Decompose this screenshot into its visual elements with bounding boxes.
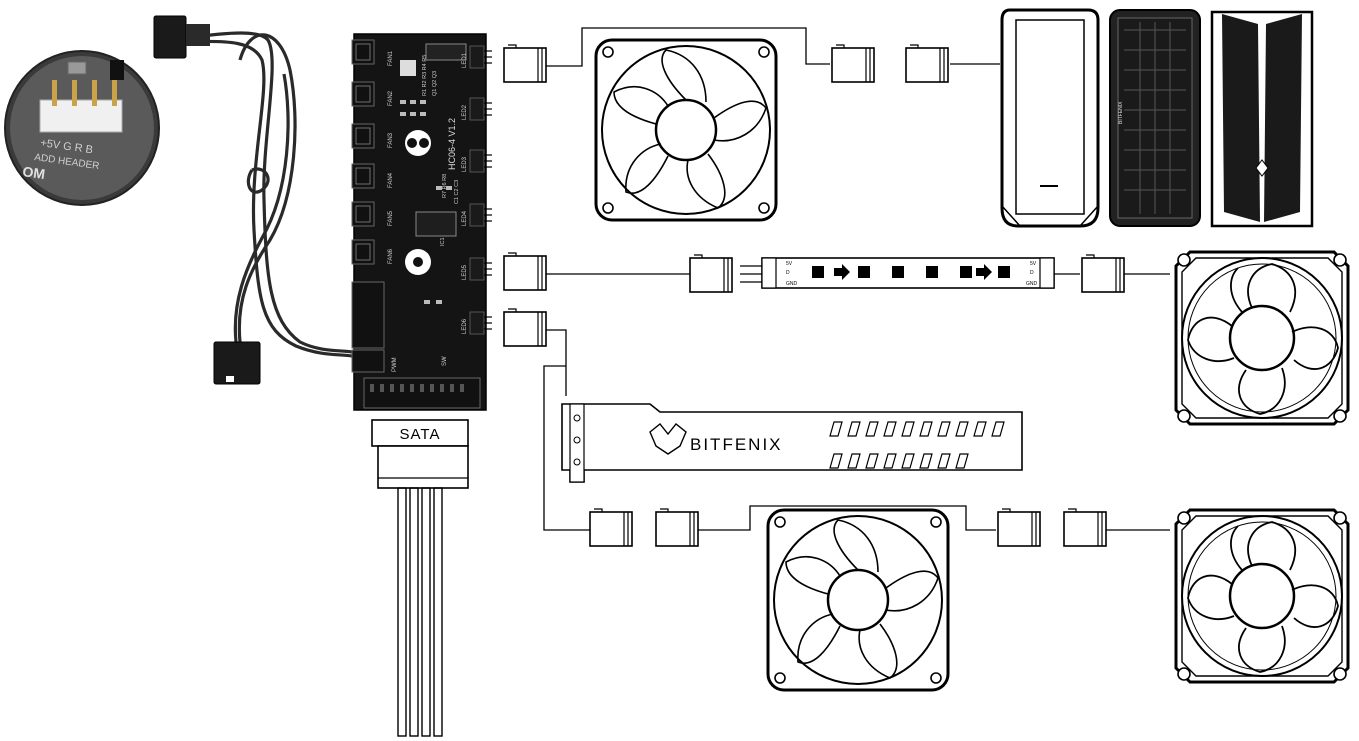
hub-led-label-1: LED1 [462,52,468,68]
bracket-brand-label: BITFENIX [690,435,783,454]
hub-fan-label-4: FAN4 [388,172,394,188]
hub-chip-c: C1 C2 C3 [454,180,460,204]
strip-plug-left [689,254,733,293]
strip-right-pin-5v: 5V [1030,261,1037,267]
pc-case-1 [1000,8,1100,228]
hub-led-label-2: LED2 [462,104,468,120]
hub-chip-q: Q1 Q2 Q3 [432,71,438,96]
hub-fan-label-2: FAN2 [388,90,394,106]
led-plug-6 [503,308,547,347]
fan-bottom-center [766,508,950,692]
sata-connector: SATA [371,419,469,737]
pci-bracket: BITFENIX [561,403,1023,483]
sata-label: SATA [400,426,441,443]
hub-fan-label-1: FAN1 [388,50,394,66]
hub-led-label-6: LED6 [462,318,468,334]
hub-chip-r: R1 R2 R3 R4 R5 [422,55,428,96]
fan-right-middle [1174,250,1350,426]
plug-pair-bottom-right [997,508,1107,547]
strip-right-pin-gnd: GND [1026,281,1038,287]
inset-brand-mark: OM [22,163,47,182]
led-plug-1 [503,44,547,83]
pc-case-3 [1210,10,1314,228]
hub-fan-label-3: FAN3 [388,132,394,148]
pc-case-2: BITFENIX [1109,9,1201,227]
strip-left-pin-d: D [786,270,790,276]
argb-plug-top [153,15,210,59]
hub-input-cables [185,31,353,358]
argb-plug-bottom [213,341,261,385]
connection-wires [543,27,1170,531]
plug-pair-bottom-left [589,508,699,547]
strip-plug-right [1081,254,1125,293]
argb-header-inset: +5V G R B ADD HEADER OM [4,50,160,206]
hub-chip-pwm: PWM [392,357,398,372]
strip-left-pin-gnd: GND [786,281,798,287]
hub-model-label: HC06-4 V1.2 [447,118,457,170]
case-brand-label: BITFENIX [1118,101,1124,124]
hub-led-label-4: LED4 [462,210,468,226]
hub-chip-misc: R7 R6 R8 [442,174,448,198]
hub-fan-label-5: FAN5 [388,210,394,226]
led-strip: 5V D GND 5V D GND [740,257,1055,289]
strip-right-pin-d: D [1030,270,1034,276]
led-plug-5 [503,252,547,291]
strip-left-pin-5v: 5V [786,261,793,267]
hub-led-label-3: LED3 [462,156,468,172]
hub-chip-sw: SW [442,356,448,366]
hub-led-label-5: LED5 [462,264,468,280]
fan-hub-pcb: HC06-4 V1.2 FAN1 FAN2 FAN3 FAN4 FAN5 FAN… [351,33,493,411]
fan-top [594,38,778,222]
fan-bottom-right [1174,508,1350,684]
hub-chip-ic: IC1 [440,237,446,246]
hub-fan-label-6: FAN6 [388,248,394,264]
plug-pair-top [831,44,949,83]
